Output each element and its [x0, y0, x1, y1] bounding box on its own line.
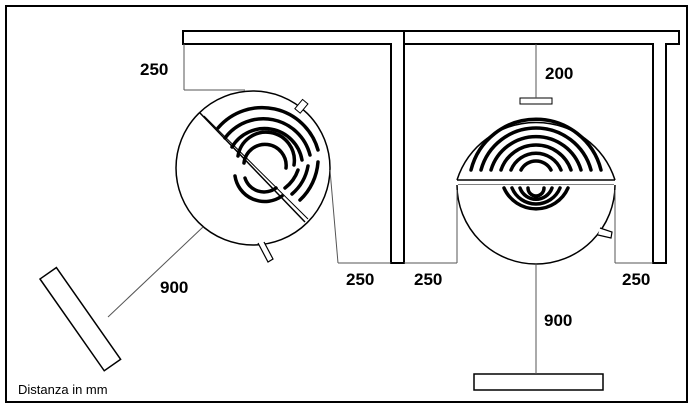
dim-left-top: 250	[140, 60, 168, 79]
dim-left-front: 900	[160, 278, 188, 297]
right-floor-plate	[473, 373, 604, 391]
dim-left-side: 250	[346, 270, 374, 289]
left-floor-plate	[38, 266, 122, 372]
dim-right-side-left: 250	[414, 270, 442, 289]
left-stove	[175, 90, 331, 263]
dim-right-top: 200	[545, 64, 573, 83]
dimension-lines	[107, 44, 653, 374]
dim-right-front: 900	[544, 311, 572, 330]
right-wall	[404, 30, 680, 264]
right-stove	[456, 97, 616, 265]
dim-right-side-right: 250	[622, 270, 650, 289]
units-caption: Distanza in mm	[18, 382, 108, 397]
